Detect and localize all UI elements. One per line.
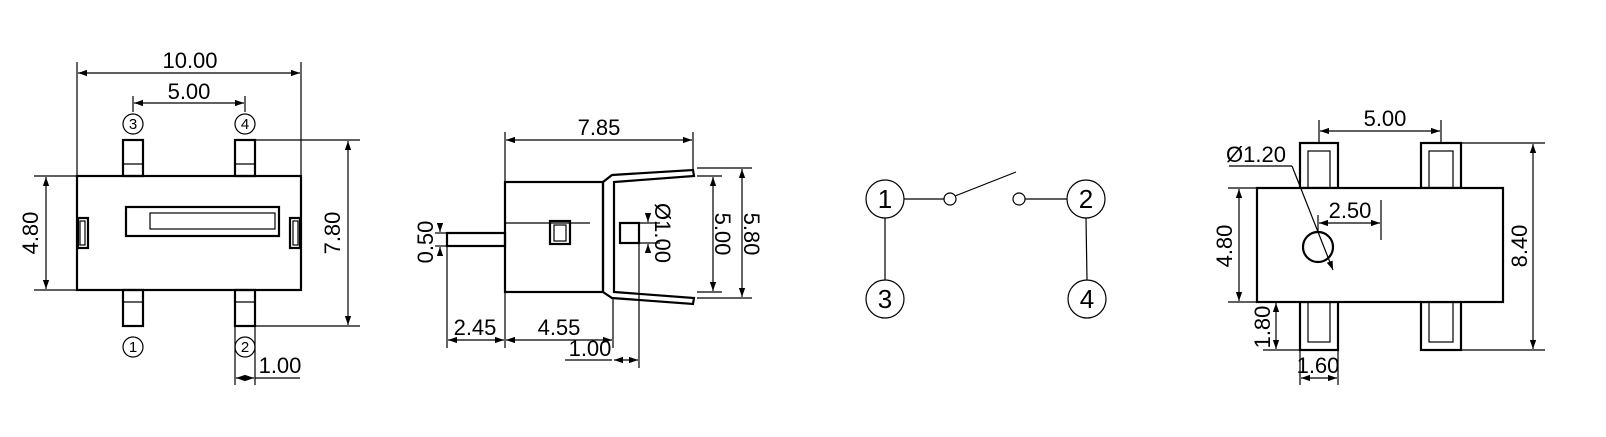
dim-offset: 1.00 (569, 336, 612, 361)
clip-bracket (601, 168, 696, 306)
dim-actuator-length: 2.45 (454, 315, 497, 340)
dim-actuator-thickness: 0.50 (413, 221, 438, 264)
pin-label-3: 3 (129, 116, 137, 133)
pad-top-right (1419, 141, 1463, 190)
dim-pad-spacing: 5.00 (1364, 106, 1407, 131)
dim-total-width: 10.00 (162, 48, 217, 73)
pin-label-1: 1 (129, 339, 137, 356)
side-view: 7.85 Ø1.00 5.00 5.80 0.50 2.45 4.55 (413, 115, 764, 368)
dim-pin-spacing: 5.00 (168, 79, 211, 104)
node-3: 3 (878, 284, 892, 314)
pad-bottom-left (1298, 300, 1340, 352)
dim-actuator-dia: Ø1.00 (650, 203, 675, 263)
dim-outer-height: 5.80 (739, 213, 764, 256)
top-view: 3 4 1 2 10.00 5.00 4.80 7.80 1.00 (18, 48, 360, 385)
dim-pin-width: 1.00 (259, 353, 302, 378)
side-latch-left (76, 216, 90, 250)
dim-hole-offset: 2.50 (1329, 198, 1372, 223)
footprint-body (1255, 186, 1505, 304)
dim-body-length: 4.55 (538, 315, 581, 340)
dim-pad-width: 1.60 (1297, 353, 1340, 378)
slider-slot-inner (149, 212, 276, 230)
schematic: 1 2 3 4 (865, 171, 1107, 319)
side-latch-left-inner (79, 220, 86, 246)
dim-total-height: 7.80 (320, 212, 345, 255)
footprint: 5.00 Ø1.20 2.50 4.80 8.40 1.80 1.60 (1212, 106, 1545, 385)
dim-pad-extension: 1.80 (1250, 306, 1275, 349)
actuator-nub (618, 221, 641, 245)
switch-lever (954, 171, 1017, 197)
dim-hole-dia: Ø1.20 (1226, 142, 1286, 167)
node-2: 2 (1079, 184, 1093, 214)
pin-4 (233, 138, 257, 178)
side-latch-right-inner (292, 220, 299, 246)
slider-slot-outer (124, 205, 281, 238)
dim-footprint-total-height: 8.40 (1507, 225, 1532, 268)
side-latch-right (288, 216, 302, 250)
pin-label-2: 2 (241, 339, 249, 356)
pin-2 (233, 288, 257, 328)
dim-length: 7.85 (578, 115, 621, 140)
dim-body-height: 4.80 (18, 212, 43, 255)
pin-1 (121, 288, 145, 328)
node-1: 1 (878, 184, 892, 214)
switch-body (75, 174, 303, 292)
pin-3 (121, 138, 145, 178)
actuator (445, 231, 507, 248)
node-4: 4 (1080, 284, 1094, 314)
pad-bottom-right (1419, 300, 1463, 352)
pad-top-left (1298, 141, 1340, 190)
pin-label-4: 4 (241, 116, 249, 133)
side-latch (548, 219, 572, 246)
dim-footprint-body-height: 4.80 (1212, 225, 1237, 268)
dim-inner-height: 5.00 (710, 213, 735, 256)
